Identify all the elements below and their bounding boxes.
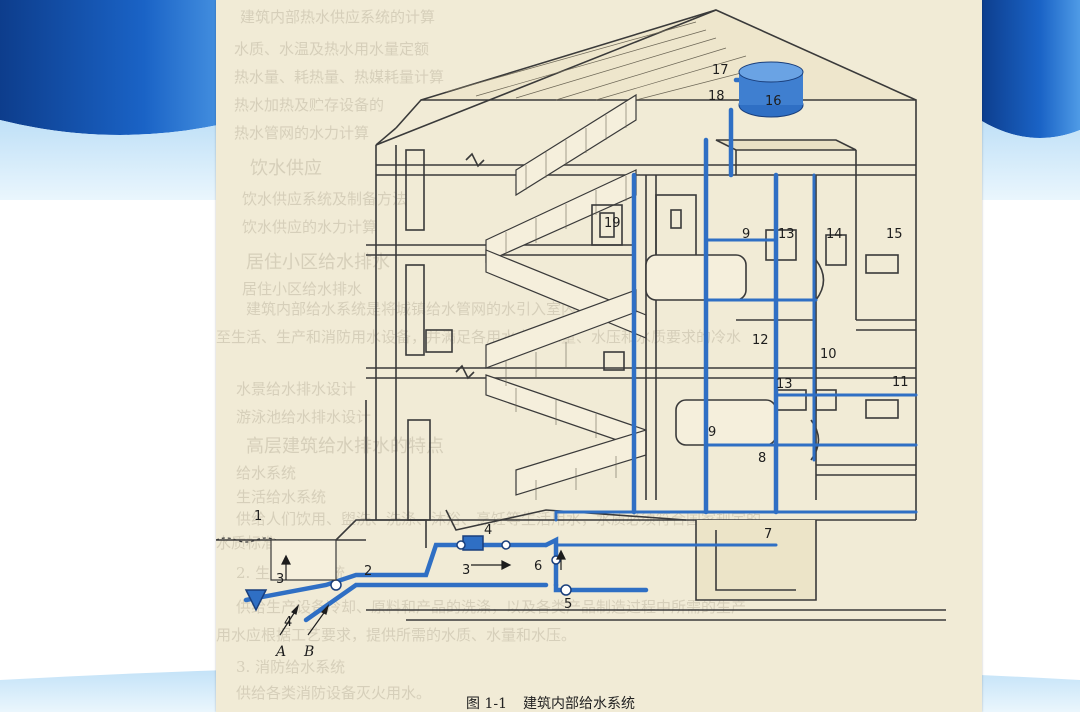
callout-5: 5 [564,597,572,612]
bg-line: 饮水供应的水力计算 [242,218,378,236]
callout-18: 18 [708,89,725,104]
bg-line: 热水管网的水力计算 [234,124,370,142]
bg-line: 供给各类消防设备灭火用水。 [236,684,432,702]
scanned-page: 建筑内部热水供应系统的计算 水质、水温及热水用水量定额 热水量、耗热量、热媒耗量… [216,0,982,712]
figure-label: 图 1-1 [466,696,507,712]
callout-12: 12 [752,333,769,348]
callout-2: 2 [364,564,372,579]
callout-16: 16 [765,94,782,109]
callout-7: 7 [764,527,772,542]
callout-13-lower: 13 [776,377,793,392]
bg-line: 饮水供应系统及制备方法 [242,190,408,208]
callout-14: 14 [826,227,843,242]
bg-line: 至生活、生产和消防用水设备，并满足各用水点对水量、水压和水质要求的冷水 [216,328,742,346]
callout-9-lower: 9 [708,425,716,440]
water-pipes [243,77,918,623]
callout-10: 10 [820,347,837,362]
bg-line: 热水加热及贮存设备的 [234,96,385,114]
callout-4-right: 4 [484,523,492,538]
callout-8: 8 [758,451,766,466]
background-text: 建筑内部热水供应系统的计算 水质、水温及热水用水量定额 热水量、耗热量、热媒耗量… [216,0,982,712]
callout-3-left: 3 [276,572,284,587]
bg-line: 用水应根据工艺要求，提供所需的水质、水量和水压。 [216,626,577,644]
meter-pit [216,537,337,581]
callout-11: 11 [892,375,909,390]
roof-water-tank [738,61,804,118]
callout-17: 17 [712,63,729,78]
bg-line: 3. 消防给水系统 [236,658,346,676]
callout-labels: 1 2 3 3 4 4 5 6 7 8 9 9 10 11 12 13 13 1… [254,63,909,660]
callout-A: A [274,644,286,660]
bg-line: 建筑内部给水系统是将城镇给水管网的水引入室内 [246,300,577,318]
callout-13-upper: 13 [778,227,795,242]
bg-line: 游泳池给水排水设计 [236,408,372,426]
bg-line: 居住小区给水排水 [242,280,363,298]
callout-3-right: 3 [462,563,470,578]
bg-line: 热水量、耗热量、热媒耗量计算 [234,68,445,86]
bg-line: 供给人们饮用、盥洗、洗涤、沐浴、烹饪等生活用水，水质必须符合国家规定的 [236,510,762,528]
water-supply-diagram: 1 2 3 3 4 4 5 6 7 8 9 9 10 11 12 13 13 1… [216,9,946,660]
building-structure [216,9,946,621]
bg-line: 生活给水系统 [236,488,327,506]
bg-line: 供给生产设备冷却、原料和产品的洗涤，以及各类产品制造过程中所需的生产 [236,598,747,616]
callout-9-upper: 9 [742,227,750,242]
bg-line: 水质、水温及热水用水量定额 [234,40,430,58]
bg-line: 建筑内部热水供应系统的计算 [240,8,436,26]
callout-B: B [303,644,314,660]
callout-4-left: 4 [284,615,292,630]
bg-line: 饮水供应 [250,158,322,179]
flow-arrows [279,549,566,636]
valves-and-meter [244,535,572,612]
callout-1: 1 [254,509,262,524]
bg-line: 高层建筑给水排水的特点 [246,436,444,457]
callout-6: 6 [534,559,542,574]
figure-title: 建筑内部给水系统 [523,696,635,712]
bg-line: 居住小区给水排水 [246,252,390,273]
callout-19: 19 [604,216,621,231]
figure-caption: 图 1-1 建筑内部给水系统 [466,693,635,712]
bg-line: 水景给水排水设计 [236,380,357,398]
bg-line: 给水系统 [236,464,297,482]
callout-15: 15 [886,227,903,242]
